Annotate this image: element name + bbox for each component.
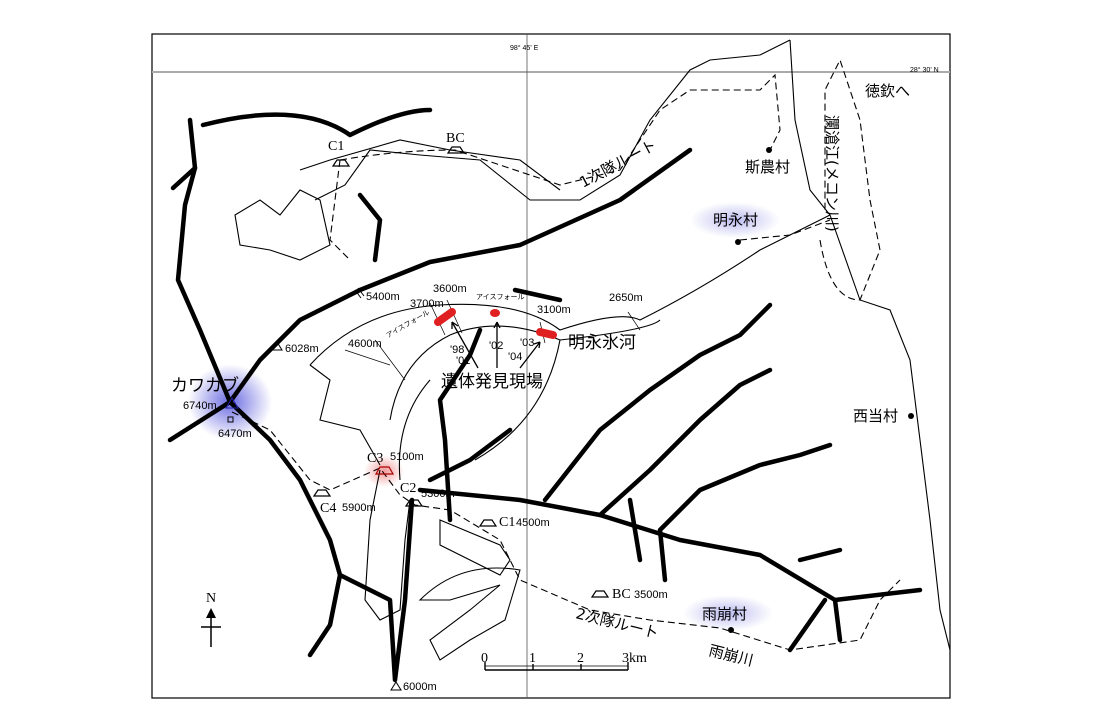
second-route-label: 2次隊ルート [574,604,660,642]
discovery-marks [434,308,557,339]
peak-6028-label: 6028m [285,343,319,355]
kawakarpo-elevation: 6740m [183,400,217,412]
to-deqin-label: 徳欽へ [865,82,910,100]
yubeng-river-label: 雨崩川 [707,641,755,669]
map-frame [151,33,951,699]
year-04: '04 [508,351,522,363]
peak-markers [225,287,402,691]
c2-label: C2 [400,481,416,496]
yubeng-highlight [683,595,773,631]
north-label: N [206,591,216,606]
glacier-outlines [234,39,951,661]
c3-elevation: 5100m [390,451,424,463]
kawakarpo-label: カワカブ [171,375,239,396]
peak-6000-label: 6000m [403,681,437,693]
arrows [451,321,541,369]
year-03: '03 [520,337,534,349]
bc-label: BC [612,587,631,602]
year-98: '98 [450,344,464,356]
year-01: '01 [456,355,470,367]
c3-label: C3 [367,451,383,466]
elev-3100: 3100m [537,304,571,316]
routes [231,58,901,651]
village-sinong: 斯農村 [745,158,790,176]
first-bc-label: BC [446,131,465,146]
latitude-label: 28° 30' N [910,66,939,74]
village-markers [728,147,914,633]
c3-highlight [364,455,404,487]
longitude-label: 98° 45' E [510,44,539,52]
scale-2: 2 [577,651,584,666]
elev-2650: 2650m [609,292,643,304]
glacier-name: 明永氷河 [568,333,636,353]
scale-bar [484,662,629,671]
discovery-mark-02 [490,309,500,317]
elev-3700: 3700m [410,298,444,310]
pass-5400-label: 5400m [366,291,400,303]
icefall-label-upper: アイスフォール [476,293,524,301]
year-02: '02 [489,340,503,352]
c1-elevation: 4500m [516,517,550,529]
elev-4600: 4600m [348,338,382,350]
mingyong-highlight [690,202,780,238]
village-mingyong: 明永村 [713,211,758,229]
c4-label: C4 [320,501,336,516]
camp-markers [312,146,610,598]
elev-3600: 3600m [433,283,467,295]
scale-0: 0 [481,651,488,666]
mekong-label: 瀾滄江(メコン川) [823,115,841,232]
discovery-mark-98-01 [434,308,456,326]
peak-6470-label: 6470m [218,428,252,440]
c4-elevation: 5900m [342,502,376,514]
village-yubeng: 雨崩村 [702,605,747,623]
c2-elevation: 5300m [421,488,455,500]
discovery-mark-03-04 [536,328,557,339]
bc-elevation: 3500m [634,589,668,601]
scale-3km: 3km [622,651,647,666]
c1-label: C1 [499,515,515,530]
scale-1: 1 [529,651,536,666]
ridges [167,107,923,683]
first-c1-label: C1 [328,139,344,154]
discovery-site-label: 遺体発見現場 [441,372,543,392]
village-xidang: 西当村 [853,407,898,425]
north-arrow-icon [201,608,221,647]
